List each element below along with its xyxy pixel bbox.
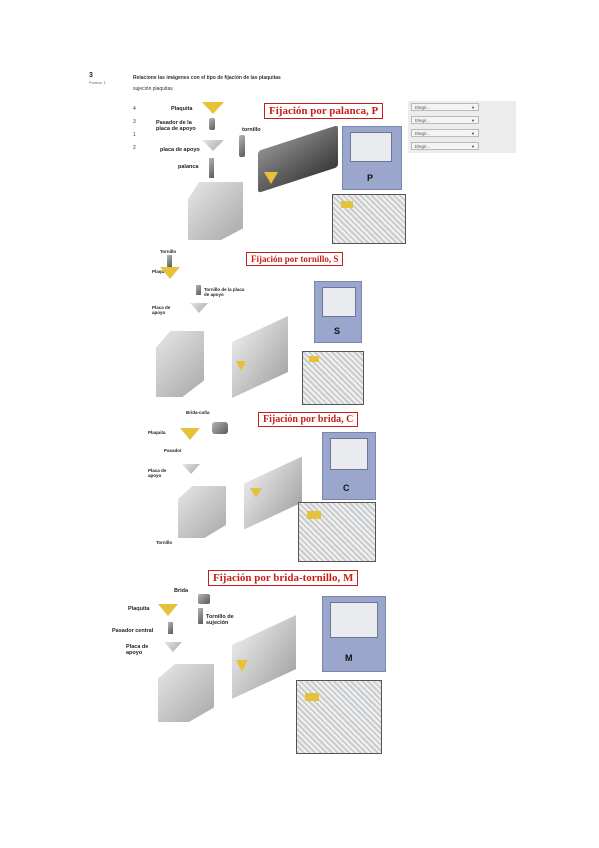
insert-icon: [202, 102, 224, 114]
screw-icon: [198, 608, 203, 624]
question-subtitle: sujeción plaquitas: [133, 86, 173, 92]
answer-select[interactable]: Elegir... ▼: [411, 142, 479, 150]
screw-icon: [167, 255, 172, 267]
chevron-down-icon: ▼: [471, 144, 475, 149]
insert-icon: [158, 604, 178, 616]
part-label: Pasador central: [112, 628, 154, 634]
answer-number: 3: [133, 119, 136, 125]
select-value: Elegir...: [415, 144, 431, 149]
part-label: Tornillo de sujeción: [206, 614, 234, 626]
answer-number: 2: [133, 145, 136, 151]
question-prompt: Relacione las imágenes con el tipo de fi…: [133, 75, 281, 81]
card-letter: S: [334, 326, 341, 336]
shim-icon: [164, 642, 182, 652]
part-label: Plaquita: [171, 106, 193, 112]
insert-icon: [236, 361, 246, 371]
card-diagram: [322, 287, 356, 317]
chevron-down-icon: ▼: [471, 118, 475, 123]
shim-icon: [182, 464, 200, 474]
clamp-type-card: S: [314, 281, 362, 343]
card-diagram: [330, 602, 378, 638]
card-diagram: [350, 132, 392, 162]
tool-holder-illustration: [158, 664, 214, 722]
insert-icon: [250, 488, 262, 498]
pin-icon: [168, 622, 173, 634]
insert-icon: [180, 428, 200, 440]
chevron-down-icon: ▼: [471, 131, 475, 136]
clamp-icon: [198, 594, 210, 604]
select-value: Elegir...: [415, 131, 431, 136]
answer-select[interactable]: Elegir... ▼: [411, 129, 479, 137]
panel-brida: Fijación por brida, C Brida-cuña Plaquit…: [146, 408, 378, 568]
tool-holder-photo: [244, 456, 302, 530]
tool-holder-illustration: [188, 182, 243, 240]
question-points: Puntos: 1: [89, 80, 106, 85]
part-label: palanca: [178, 164, 199, 170]
screw-icon: [196, 285, 201, 295]
part-label: Placa de apoyo: [148, 468, 167, 478]
insert-icon: [309, 356, 319, 362]
tool-holder-photo: [232, 615, 296, 699]
shim-icon: [190, 303, 208, 313]
insert-icon: [307, 511, 321, 519]
part-label: tornillo: [242, 127, 261, 133]
tool-holder-photo: [258, 125, 338, 193]
part-label: Plaquita: [148, 430, 166, 435]
answer-number: 1: [133, 132, 136, 138]
insert-icon: [341, 201, 353, 208]
chevron-down-icon: ▼: [471, 105, 475, 110]
cross-section-illustration: [298, 502, 376, 562]
part-label: placa de apoyo: [160, 147, 200, 153]
card-letter: M: [345, 653, 353, 663]
panel-palanca: Fijación por palanca, P Plaquita Pasador…: [146, 100, 408, 245]
clamp-type-card: M: [322, 596, 386, 672]
part-label: Placa de apoyo: [152, 305, 171, 315]
select-value: Elegir...: [415, 105, 431, 110]
panel-title: Fijación por brida-tornillo, M: [208, 570, 359, 586]
shim-icon: [202, 140, 224, 151]
card-diagram: [330, 438, 368, 470]
answer-number: 4: [133, 106, 136, 112]
answer-select[interactable]: Elegir... ▼: [411, 103, 479, 111]
panel-tornillo: Fijación por tornillo, S Tornillo Plaqui…: [146, 245, 364, 405]
card-letter: C: [343, 483, 350, 493]
insert-icon: [305, 693, 319, 701]
panel-title: Fijación por palanca, P: [264, 103, 384, 119]
panel-title: Fijación por tornillo, S: [246, 252, 344, 266]
part-label: Tornillo: [160, 249, 177, 254]
select-value: Elegir...: [415, 118, 431, 123]
part-label: Plaquita: [128, 606, 150, 612]
part-label: Pasador de la placa de apoyo: [156, 120, 196, 132]
part-label: Placa de apoyo: [126, 644, 149, 656]
part-label: Pasador: [164, 448, 182, 453]
cross-section-illustration: [296, 680, 382, 754]
answer-select[interactable]: Elegir... ▼: [411, 116, 479, 124]
cross-section-illustration: [302, 351, 364, 405]
question-number: 3: [89, 72, 93, 79]
part-label: Brida-cuña: [186, 410, 210, 415]
card-letter: P: [367, 173, 374, 183]
panel-brida-tornillo: Fijación por brida-tornillo, M Brida Pla…: [112, 568, 388, 756]
cross-section-illustration: [332, 194, 406, 244]
tool-holder-illustration: [156, 331, 204, 397]
screw-icon: [239, 135, 245, 157]
clamp-type-card: P: [342, 126, 402, 190]
part-label: Tornillo de la placa de apoyo: [204, 287, 245, 297]
lever-icon: [209, 158, 214, 178]
clamp-type-card: C: [322, 432, 376, 500]
tool-holder-illustration: [178, 486, 226, 538]
answer-numbers: 4 3 1 2: [133, 103, 145, 155]
pin-icon: [209, 118, 215, 130]
tool-holder-photo: [232, 315, 288, 399]
part-label: Brida: [174, 588, 189, 594]
panel-title: Fijación por brida, C: [258, 412, 359, 427]
clamp-icon: [212, 422, 228, 434]
part-label: Plaquita: [152, 269, 170, 274]
part-label: Tornillo: [156, 540, 173, 545]
